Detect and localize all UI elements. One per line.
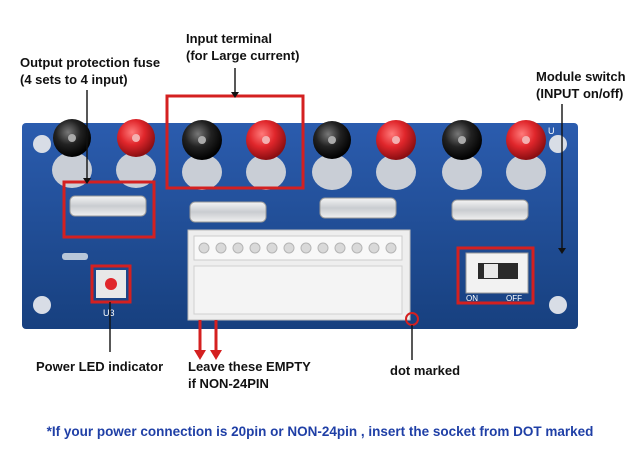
resistor — [62, 253, 88, 260]
module-switch-line1: Module switch — [536, 69, 626, 84]
module-switch-label: Module switch (INPUT on/off) — [536, 68, 626, 102]
power-led-label: Power LED indicator — [36, 359, 164, 374]
led-board-label: U3 — [103, 308, 115, 318]
red-post-icon — [116, 119, 156, 188]
glass-fuses — [69, 195, 529, 223]
module-switch-icon — [465, 252, 529, 294]
power-led-icon — [96, 270, 126, 298]
red-post-icon — [246, 120, 286, 190]
switch-on-label: ON — [466, 294, 478, 303]
led-highlight-box — [90, 264, 132, 304]
module-switch-line2: (INPUT on/off) — [536, 86, 624, 101]
fuse-line2: (4 sets to 4 input) — [20, 72, 128, 87]
fuse-label: Output protection fuse (4 sets to 4 inpu… — [20, 54, 160, 88]
input-terminal-line1: Input terminal — [186, 31, 272, 46]
installation-note: *If your power connection is 20pin or NO… — [46, 424, 594, 439]
black-post-icon — [442, 120, 482, 190]
switch-highlight-box — [456, 246, 535, 305]
switch-off-label: OFF — [506, 294, 522, 303]
red-post-icon — [376, 120, 416, 190]
board-corner-label: U — [548, 126, 555, 136]
leave-empty-line1: Leave these EMPTY — [188, 359, 311, 374]
empty-pin-arrows — [194, 320, 222, 360]
leave-empty-label: Leave these EMPTY if NON-24PIN — [188, 358, 311, 392]
black-post-icon — [182, 120, 222, 190]
dot-marked-label: dot marked — [390, 363, 461, 378]
fuse-line1: Output protection fuse — [20, 55, 161, 70]
input-terminal-label: Input terminal (for Large current) — [186, 30, 299, 64]
input-terminal-line2: (for Large current) — [186, 48, 300, 63]
red-post-icon — [506, 120, 546, 190]
black-post-icon — [52, 119, 92, 188]
binding-posts — [52, 119, 546, 190]
atx-24pin-connector — [187, 229, 411, 321]
pcb-board — [22, 123, 578, 329]
leave-empty-line2: if NON-24PIN — [188, 376, 269, 391]
black-post-icon — [312, 121, 352, 190]
fuse-highlight-box — [62, 180, 156, 239]
